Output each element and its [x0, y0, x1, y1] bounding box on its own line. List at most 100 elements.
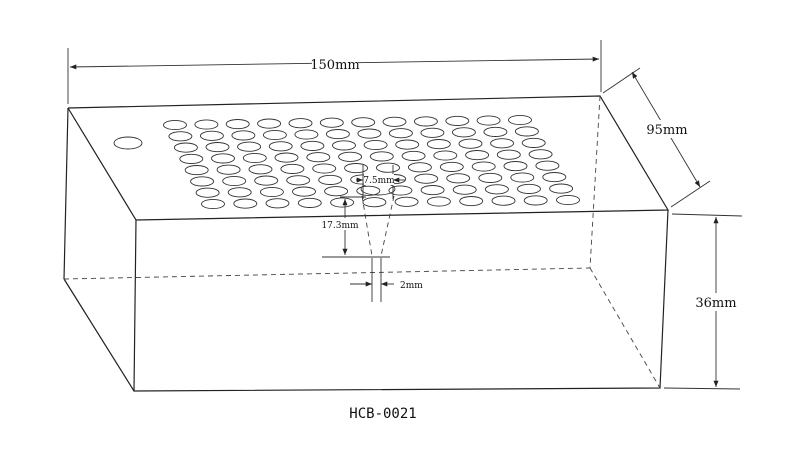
sample-hole — [274, 152, 299, 163]
sample-hole — [549, 183, 574, 194]
sample-hole — [257, 118, 282, 129]
width-dimension: 95mm — [602, 67, 711, 208]
sample-hole — [297, 197, 322, 208]
sample-hole — [556, 194, 580, 206]
sample-hole — [319, 117, 344, 128]
sample-hole — [395, 139, 420, 150]
sample-hole — [216, 164, 241, 175]
sample-hole — [201, 198, 225, 210]
bottom-thickness-label: 2mm — [400, 281, 423, 291]
hole-diameter-label: 7.5mm — [363, 176, 395, 186]
sample-hole — [294, 129, 319, 140]
sample-hole — [388, 128, 413, 139]
sample-hole — [231, 130, 256, 141]
sample-hole — [222, 175, 247, 187]
sample-hole — [179, 153, 204, 164]
sample-hole — [484, 184, 509, 195]
sample-hole — [508, 114, 532, 126]
left-bottom-edge — [63, 278, 135, 392]
sample-hole — [388, 185, 413, 196]
sample-hole — [426, 196, 451, 207]
hole-section-detail: 7.5mm 17.3mm 2mm — [321, 165, 423, 302]
sample-hole — [292, 186, 316, 197]
sample-hole — [363, 139, 388, 151]
sample-hole — [225, 119, 250, 130]
sample-hole — [338, 151, 363, 162]
hidden-right-bottom-edge — [589, 267, 661, 389]
sample-hole — [413, 116, 438, 127]
front-face — [133, 209, 669, 392]
sample-hole — [414, 173, 439, 184]
sample-hole — [459, 196, 484, 207]
sample-hole — [465, 150, 490, 161]
sample-hole — [288, 118, 313, 129]
sample-hole — [491, 195, 516, 206]
sample-hole — [300, 140, 325, 151]
sample-hole — [194, 119, 219, 130]
sample-hole — [332, 140, 356, 151]
sample-hole — [382, 116, 407, 127]
sample-hole — [407, 162, 432, 173]
sample-hole — [312, 163, 337, 174]
sample-hole — [262, 129, 287, 141]
sample-hole — [168, 131, 193, 142]
sample-hole — [237, 141, 262, 152]
sample-hole — [496, 149, 521, 160]
sample-hole — [535, 160, 560, 171]
sample-hole — [233, 198, 258, 209]
sample-hole — [286, 175, 311, 186]
orientation-hole — [113, 136, 143, 150]
sample-hole — [173, 142, 198, 153]
sample-hole — [369, 151, 394, 162]
sample-hole — [521, 137, 546, 148]
sample-hole — [523, 195, 548, 206]
sample-hole — [376, 162, 400, 173]
sample-hole — [306, 152, 331, 163]
hidden-back-vertical-edge — [589, 95, 601, 269]
sample-hole — [471, 161, 496, 172]
sample-hole — [330, 197, 355, 208]
sample-hole — [503, 161, 528, 172]
sample-hole — [357, 128, 382, 139]
sample-hole — [528, 149, 553, 160]
height-dimension: 36mm — [663, 213, 743, 390]
sample-hole — [190, 176, 215, 187]
sample-hole — [205, 142, 230, 153]
sample-hole — [195, 187, 220, 198]
model-code: HCB-0021 — [349, 406, 416, 422]
sample-hole — [351, 117, 376, 128]
sample-hole — [362, 197, 387, 208]
sample-hole — [242, 152, 267, 164]
hidden-back-bottom-edge — [63, 267, 591, 280]
sample-hole — [268, 141, 293, 152]
sample-hole — [445, 115, 470, 126]
sample-hole — [325, 129, 350, 140]
sample-hole — [211, 153, 235, 164]
sample-hole — [490, 138, 515, 149]
left-back-edge — [63, 107, 69, 280]
sample-hole — [426, 139, 451, 150]
sample-hole — [439, 161, 464, 172]
heating-block-outline — [63, 95, 670, 392]
sample-hole — [248, 164, 273, 175]
sample-hole — [542, 172, 567, 183]
sample-hole — [514, 126, 539, 137]
sample-hole — [324, 186, 349, 197]
sample-hole — [452, 184, 477, 195]
sample-hole — [184, 165, 209, 176]
height-label: 36mm — [695, 296, 736, 311]
length-dimension: 150mm — [67, 40, 602, 104]
sample-hole — [478, 172, 503, 183]
sample-hole — [458, 138, 483, 149]
sample-hole — [254, 175, 279, 186]
sample-hole — [401, 150, 426, 161]
length-label: 150mm — [310, 58, 359, 73]
sample-hole — [259, 186, 284, 198]
sample-hole — [394, 196, 419, 207]
sample-hole — [163, 119, 187, 131]
width-label: 95mm — [646, 123, 687, 138]
sample-hole — [433, 150, 458, 161]
sample-hole — [483, 126, 508, 137]
hole-depth-label: 17.3mm — [321, 221, 359, 231]
